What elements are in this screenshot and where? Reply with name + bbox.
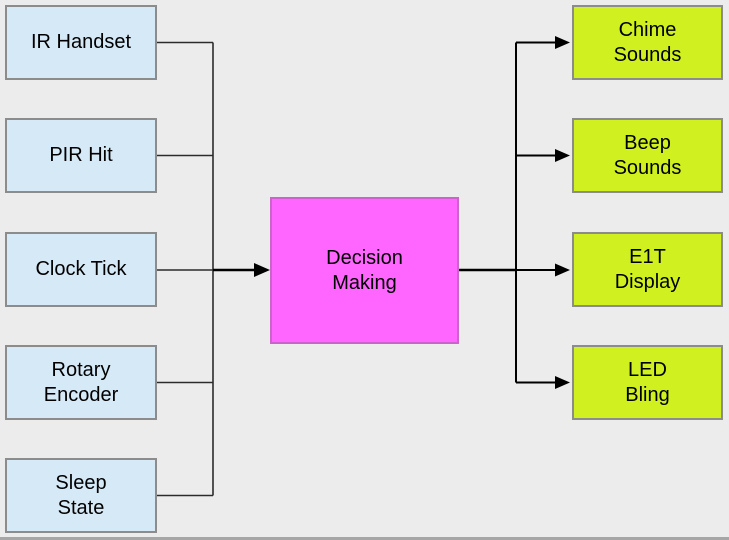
process-input-arrowhead [254, 263, 270, 277]
arrowhead-led [555, 376, 570, 389]
input-node-rotary-encoder: Rotary Encoder [5, 345, 157, 420]
output-arrowheads [555, 36, 570, 389]
output-node-beep-sounds: Beep Sounds [572, 118, 723, 193]
output-node-chime-sounds: Chime Sounds [572, 5, 723, 80]
input-node-ir-handset: IR Handset [5, 5, 157, 80]
process-node-decision-making: Decision Making [270, 197, 459, 344]
input-node-sleep-state: Sleep State [5, 458, 157, 533]
arrowhead-beep [555, 149, 570, 162]
output-node-led-bling: LED Bling [572, 345, 723, 420]
arrowhead-e1t [555, 263, 570, 277]
output-node-e1t-display: E1T Display [572, 232, 723, 307]
input-node-pir-hit: PIR Hit [5, 118, 157, 193]
output-connectors [515, 41, 556, 384]
input-connectors [157, 41, 214, 497]
arrowhead-chime [555, 36, 570, 49]
input-node-clock-tick: Clock Tick [5, 232, 157, 307]
